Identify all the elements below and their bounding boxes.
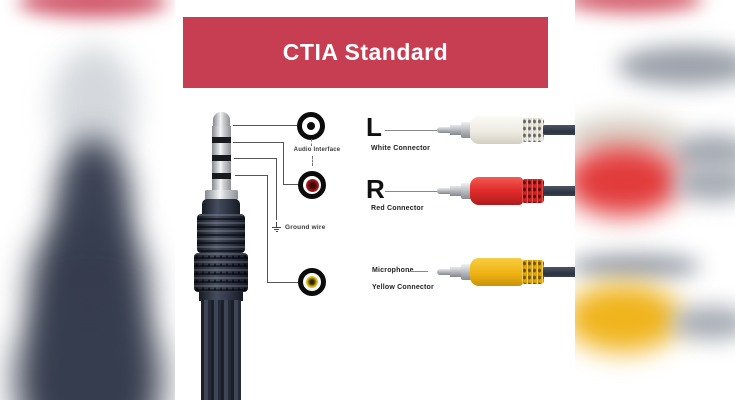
rca-body-white	[470, 116, 523, 144]
rca-pin-base-red	[450, 186, 462, 196]
connector-line-red	[385, 191, 437, 192]
red-dot-icon	[305, 178, 319, 192]
connector-label-microphone: Microphone	[372, 267, 414, 274]
blur-gray-streak-1	[617, 46, 735, 86]
rca-grip-red	[522, 179, 544, 203]
blur-gray-streak-3	[675, 164, 735, 202]
connector-line-yellow	[409, 271, 428, 272]
jack-collar	[205, 190, 238, 200]
connector-sublabel-yellow: Yellow Connector	[372, 284, 434, 291]
blur-red-smear	[18, 0, 168, 17]
blur-red-connector	[575, 146, 681, 216]
rca-body-red	[470, 177, 523, 205]
rca-collar-white	[461, 122, 472, 138]
rca-pin-base-white	[450, 125, 462, 135]
title-banner: CTIA Standard	[183, 17, 548, 88]
connector-line-white	[385, 130, 437, 131]
jack-neck	[199, 292, 243, 301]
blur-yellow-connector	[575, 284, 681, 352]
rca-grip-white	[522, 118, 544, 142]
jack-shaft	[212, 126, 231, 192]
connector-sublabel-red: Red Connector	[371, 205, 424, 212]
jack-cable	[201, 300, 241, 400]
audio-interface-label: Audio Interface	[293, 147, 341, 153]
connector-label-R: R	[366, 174, 385, 204]
callout-line-ring1-h2	[283, 184, 298, 185]
ground-icon	[272, 222, 281, 233]
connector-sublabel-white: White Connector	[371, 145, 430, 152]
rca-collar-yellow	[461, 264, 472, 280]
rca-pin-red	[437, 188, 451, 194]
blurred-background-left	[0, 0, 175, 400]
jack-tip	[213, 112, 230, 128]
rca-body-yellow	[470, 258, 523, 286]
rca-pin-white	[437, 127, 451, 133]
callout-line-ring2-h	[234, 158, 277, 159]
jack-insulator-ring-1	[212, 137, 231, 143]
callout-line-sleeve-h2	[267, 282, 298, 283]
callout-line-sleeve-v	[267, 175, 268, 282]
rca-connector-red	[437, 177, 575, 205]
signal-dot-white	[297, 112, 325, 140]
rca-pin-yellow	[437, 269, 451, 275]
blur-red-smear-top	[575, 0, 703, 13]
rca-connector-white	[437, 116, 575, 144]
rca-connector-yellow	[437, 258, 575, 286]
jack-body-knurled	[194, 253, 248, 292]
signal-dot-red	[298, 171, 326, 199]
jack-body-ribs	[197, 214, 245, 253]
callout-line-tip	[233, 125, 297, 126]
page-title: CTIA Standard	[282, 39, 449, 65]
rca-collar-red	[461, 183, 472, 199]
connector-label-L: L	[366, 112, 382, 142]
rca-grip-yellow	[522, 260, 544, 284]
blurred-background-right	[575, 0, 735, 400]
jack-insulator-ring-3	[212, 173, 231, 179]
yellow-dot-icon	[306, 276, 318, 288]
rca-cable-white	[543, 125, 575, 135]
rca-pin-base-yellow	[450, 267, 462, 277]
callout-line-ring1-v	[283, 142, 284, 185]
diagram-content: CTIA Standard	[175, 0, 575, 400]
jack-insulator-ring-2	[212, 155, 231, 161]
dashed-link-bottom	[312, 156, 313, 166]
black-dot-icon	[307, 122, 315, 130]
signal-dot-yellow	[298, 268, 326, 296]
jack-body-top	[202, 199, 240, 214]
callout-line-ring1-h	[233, 142, 284, 143]
rca-cable-red	[543, 186, 575, 196]
blur-dark-cable	[575, 253, 701, 279]
callout-line-sleeve-h	[235, 175, 268, 176]
blur-gray-streak-4	[671, 306, 735, 340]
dashed-link-top	[311, 139, 312, 146]
rca-cable-yellow	[543, 267, 575, 277]
callout-line-ring2-v	[276, 158, 277, 220]
ground-wire-label: Ground wire	[285, 224, 326, 231]
